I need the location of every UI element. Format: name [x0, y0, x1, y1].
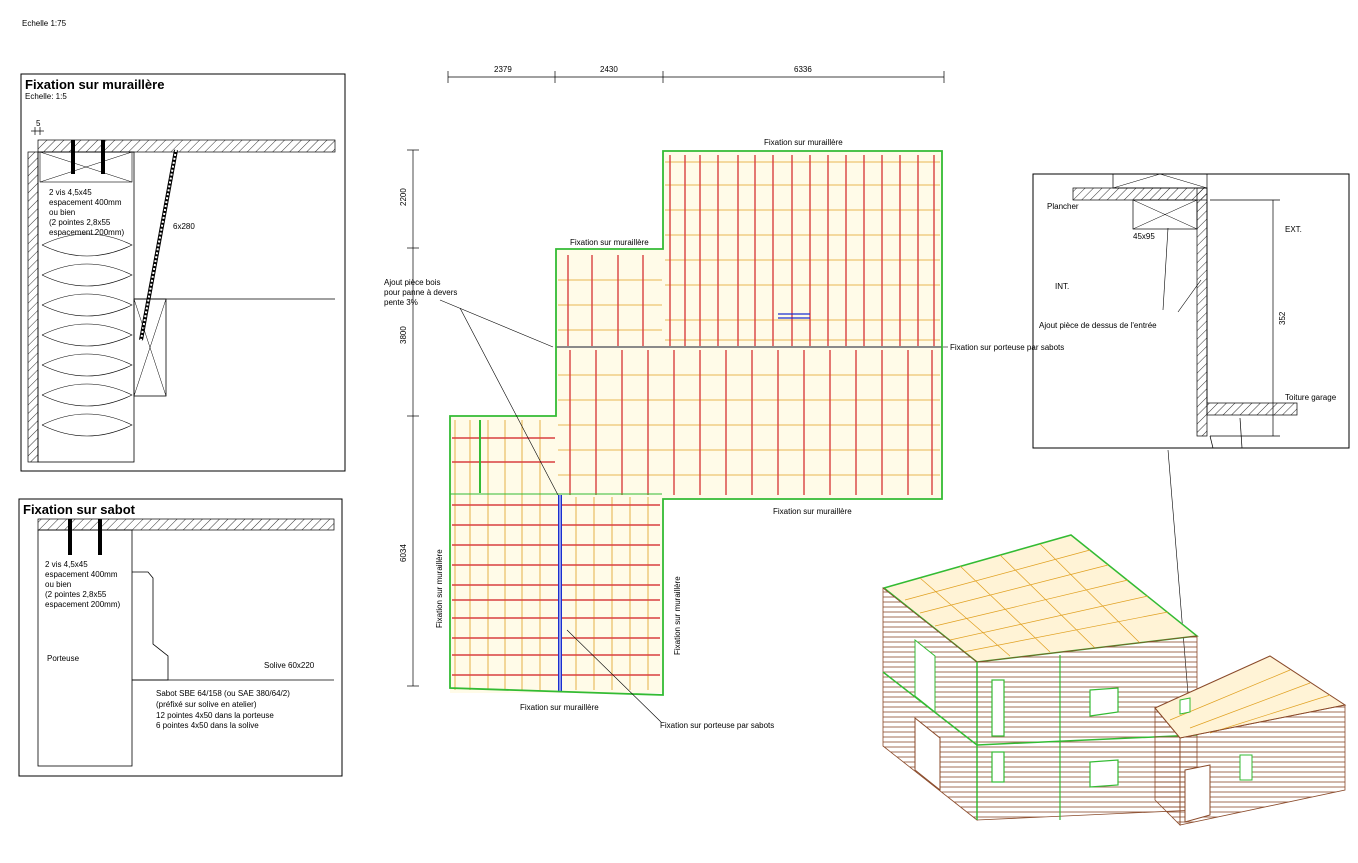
screw-note-line: (2 pointes 2,8x55 — [45, 590, 107, 599]
dimension-label: 6034 — [399, 544, 408, 562]
plancher-label: Plancher — [1047, 202, 1079, 211]
wall-outline — [449, 150, 943, 696]
detail-muraillere-scale: Echelle: 1:5 — [25, 92, 67, 101]
ajout-label: Ajout pièce de dessus de l'entrée — [1039, 321, 1157, 330]
plan-block-lower — [450, 417, 662, 693]
plan-block-middle — [556, 346, 942, 498]
page-scale: Echelle 1:75 — [22, 19, 67, 28]
detail-sabot-title: Fixation sur sabot — [23, 502, 136, 517]
sabot-note-line: 6 pointes 4x50 dans la solive — [156, 721, 259, 730]
screw-note-line: 2 vis 4,5x45 — [49, 188, 92, 197]
muraillere-label: Fixation sur muraillère — [764, 138, 843, 147]
ext-label: EXT. — [1285, 225, 1302, 234]
isometric-house — [882, 534, 1347, 826]
dimension-label: 2379 — [494, 65, 512, 74]
detail-muraillere: Fixation sur muraillère Echelle: 1:5 5 2… — [20, 73, 346, 472]
sabot-note-line: (préfixé sur solive en atelier) — [156, 700, 257, 709]
screw-note-line: espacement 200mm) — [49, 228, 124, 237]
screw-note-line: ou bien — [45, 580, 71, 589]
int-label: INT. — [1055, 282, 1069, 291]
muraillere-label: Fixation sur muraillère — [773, 507, 852, 516]
insulation — [41, 233, 133, 437]
floor-plan: 2379 2430 6336 2200 3800 6034 — [384, 65, 1064, 730]
sabot-note-line: 12 pointes 4x50 dans la porteuse — [156, 711, 274, 720]
screw-note-line: espacement 400mm — [45, 570, 118, 579]
beam-label: 45x95 — [1133, 232, 1155, 241]
screw-note-line: espacement 400mm — [49, 198, 122, 207]
porteuse-label: Porteuse — [47, 654, 80, 663]
dimension-label: 352 — [1278, 311, 1287, 325]
screw-note-line: 2 vis 4,5x45 — [45, 560, 88, 569]
muraillere-label: Fixation sur muraillère — [570, 238, 649, 247]
muraillere-label: Fixation sur muraillère — [435, 549, 444, 628]
screw-note-line: (2 pointes 2,8x55 — [49, 218, 111, 227]
muraillere-label: Fixation sur muraillère — [673, 576, 682, 655]
ajout-note-line: pente 3% — [384, 298, 418, 307]
dimension-label: 5 — [36, 119, 41, 128]
muraillere-label: Fixation sur muraillère — [520, 703, 599, 712]
detail-sabot: Fixation sur sabot 2 vis 4,5x45 espaceme… — [18, 498, 343, 777]
dimension-label: 3800 — [399, 326, 408, 344]
dimension-label: 6336 — [794, 65, 812, 74]
sabot-note-line: Sabot SBE 64/158 (ou SAE 380/64/2) — [156, 689, 290, 698]
section-detail: Plancher 45x95 EXT. INT. Ajout pièce de … — [1032, 173, 1350, 719]
porteuse-label: Fixation sur porteuse par sabots — [950, 343, 1064, 352]
toiture-label: Toiture garage — [1285, 393, 1337, 402]
porteuse-label: Fixation sur porteuse par sabots — [660, 721, 774, 730]
dimension-label: 2200 — [399, 188, 408, 206]
dimension-label: 2430 — [600, 65, 618, 74]
plan-block-upper — [663, 152, 942, 347]
screw-note-line: espacement 200mm) — [45, 600, 120, 609]
solive-label: Solive 60x220 — [264, 661, 315, 670]
ajout-note-line: pour panne à devers — [384, 288, 457, 297]
detail-muraillere-title: Fixation sur muraillère — [25, 77, 164, 92]
screw-note-line: ou bien — [49, 208, 75, 217]
plan-block-left-upper — [556, 250, 663, 347]
rod-label: 6x280 — [173, 222, 195, 231]
ajout-note-line: Ajout pièce bois — [384, 278, 440, 287]
